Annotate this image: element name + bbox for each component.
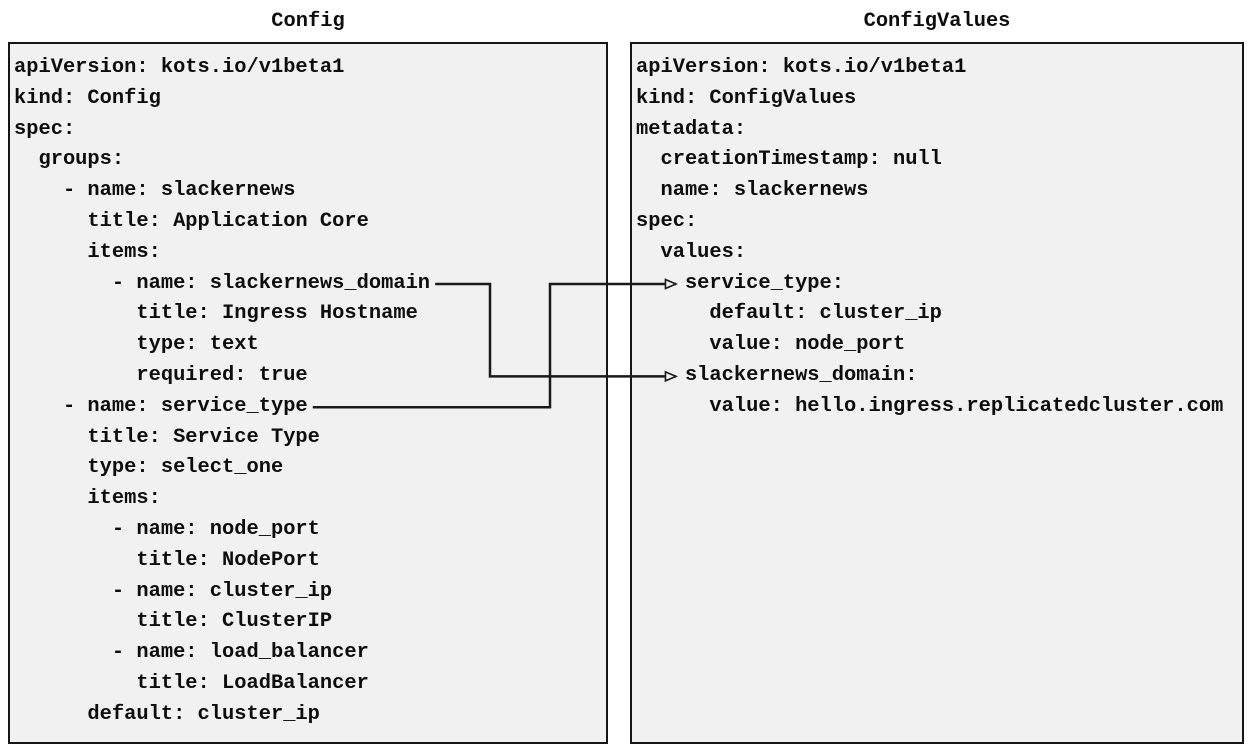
code-line: apiVersion: kots.io/v1beta1 — [14, 56, 345, 79]
code-line: - name: node_port — [14, 517, 320, 541]
code-line: - name: service_type — [14, 394, 308, 418]
code-line: - name: slackernews_domain — [14, 271, 431, 295]
code-line: apiVersion: kots.io/v1beta1 — [636, 56, 967, 79]
code-line: - name: load_balancer — [14, 641, 369, 665]
code-line: items: — [14, 240, 161, 264]
code-line: slackernews_domain: — [636, 363, 918, 387]
code-line: - name: cluster_ip — [14, 579, 333, 603]
code-line: items: — [14, 487, 161, 511]
code-line: title: ClusterIP — [14, 610, 333, 634]
configvalues-panel-title: ConfigValues — [863, 10, 1011, 33]
config-panel: apiVersion: kots.io/v1beta1 kind: Config s… — [8, 42, 608, 744]
code-line: title: Service Type — [14, 425, 320, 449]
code-line: service_type: — [636, 271, 845, 295]
code-line: spec: — [14, 117, 76, 141]
code-line: name: slackernews — [636, 179, 869, 203]
code-line: kind: ConfigValues — [636, 86, 857, 110]
code-line: value: hello.ingress.replicatedcluster.c… — [636, 394, 1224, 418]
code-line: title: LoadBalancer — [14, 671, 369, 695]
configvalues-panel: apiVersion: kots.io/v1beta1 kind: ConfigV… — [630, 42, 1244, 744]
code-line: title: Application Core — [14, 209, 369, 233]
code-line: spec: — [636, 209, 698, 233]
code-line: creationTimestamp: null — [636, 148, 942, 172]
code-line: default: cluster_ip — [14, 702, 320, 726]
code-line: kind: Config — [14, 86, 161, 110]
code-line: default: cluster_ip — [636, 302, 942, 326]
code-line: groups: — [14, 148, 125, 172]
code-line: type: text — [14, 333, 259, 357]
code-line: type: select_one — [14, 456, 284, 480]
code-line: value: node_port — [636, 333, 906, 357]
code-line: values: — [636, 240, 747, 264]
config-panel-title: Config — [271, 10, 345, 33]
code-line: title: NodePort — [14, 548, 320, 572]
code-line: required: true — [14, 363, 308, 387]
code-line: metadata: — [636, 117, 747, 141]
code-line: title: Ingress Hostname — [14, 302, 418, 326]
code-line: - name: slackernews — [14, 179, 296, 203]
